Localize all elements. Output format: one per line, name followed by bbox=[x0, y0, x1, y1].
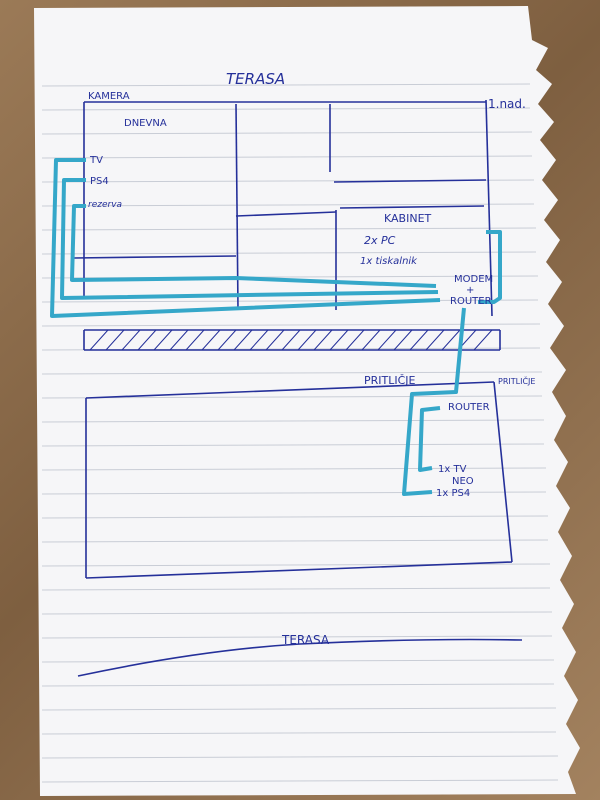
label-router-top: ROUTER bbox=[450, 296, 492, 307]
ground-bottom-wall bbox=[85, 561, 513, 579]
ground-top-wall bbox=[85, 381, 495, 399]
floor1-right-wall bbox=[485, 99, 493, 317]
label-tv: TV bbox=[89, 155, 103, 166]
network-cables bbox=[50, 158, 502, 496]
label-modem: MODEM bbox=[454, 274, 493, 285]
label-kamera: KAMERA bbox=[88, 91, 130, 102]
cable-ground-tv bbox=[418, 406, 441, 472]
wall-middle bbox=[235, 211, 337, 217]
label-pritlicje: PRITLIČJE bbox=[364, 374, 416, 387]
label-router-ground: ROUTER bbox=[448, 402, 490, 413]
label-pc: 2x PC bbox=[364, 234, 396, 247]
wall-lower-left bbox=[73, 255, 237, 259]
slab-hatching bbox=[89, 329, 493, 351]
label-neo: NEO bbox=[452, 476, 474, 487]
label-terasa-bottom: TERASA bbox=[281, 633, 330, 647]
label-floor1: 1.nad. bbox=[488, 97, 526, 111]
wall-dnevna bbox=[235, 103, 239, 311]
cable-ps4 bbox=[60, 178, 439, 300]
terasa-bottom-line bbox=[77, 638, 523, 677]
cable-rezerva bbox=[70, 204, 437, 288]
wall-hall bbox=[333, 179, 487, 183]
ground-floor-plan bbox=[77, 381, 523, 677]
paper-sheet bbox=[34, 6, 580, 796]
ground-right-wall bbox=[493, 381, 513, 563]
label-rezerva: rezerva bbox=[88, 200, 122, 210]
label-pritlicje-side: PRITLIČJE bbox=[498, 375, 535, 386]
label-ps4-ground: 1x PS4 bbox=[436, 488, 470, 499]
label-tiskalnik: 1x tiskalnik bbox=[360, 256, 418, 267]
label-terasa-top: TERASA bbox=[226, 70, 285, 88]
label-kabinet: KABINET bbox=[384, 212, 432, 225]
labels: TERASA 1.nad. KAMERA DNEVNA TV PS4 rezer… bbox=[88, 70, 535, 647]
cable-kabinet bbox=[478, 230, 502, 304]
label-plus: + bbox=[466, 285, 474, 296]
label-tv-ground: 1x TV bbox=[438, 464, 467, 475]
wall-kabinet-top bbox=[339, 205, 485, 209]
cable-riser bbox=[402, 307, 466, 496]
label-dnevna: DNEVNA bbox=[124, 118, 167, 129]
label-ps4: PS4 bbox=[90, 176, 109, 187]
cable-tv bbox=[50, 158, 441, 318]
